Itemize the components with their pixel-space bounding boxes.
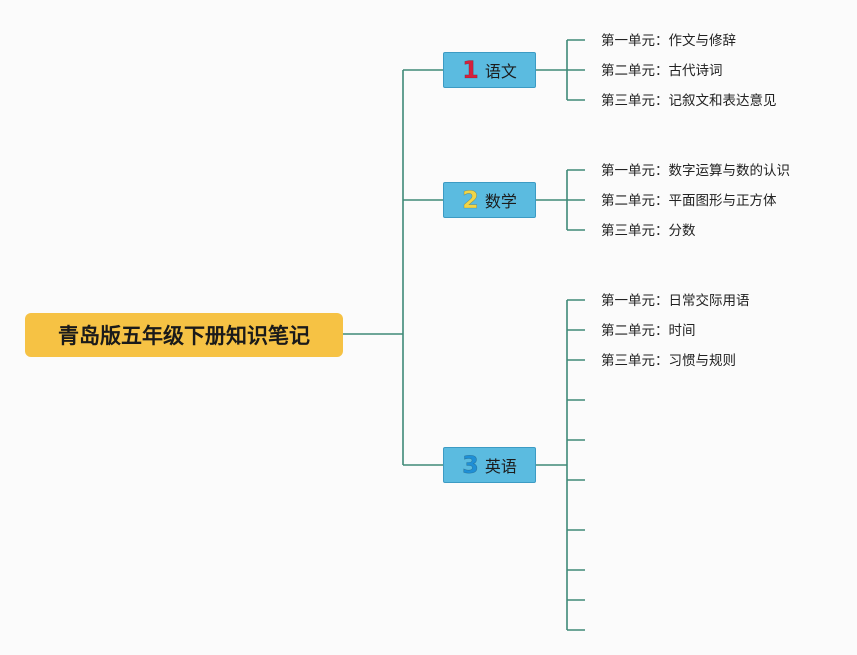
unit-topic[interactable]: 第二单元：平面图形与正方体	[601, 193, 777, 209]
number-three-icon: 3	[462, 451, 479, 480]
root-topic[interactable]: 青岛版五年级下册知识笔记	[25, 313, 343, 357]
subject-node-english[interactable]: 3 英语	[443, 447, 536, 483]
unit-topic[interactable]: 第三单元：分数	[601, 223, 696, 239]
number-one-icon: 1	[462, 56, 479, 85]
subject-node-chinese[interactable]: 1 语文	[443, 52, 536, 88]
unit-topic[interactable]: 第一单元：日常交际用语	[601, 293, 750, 309]
unit-topic[interactable]: 第一单元：数字运算与数的认识	[601, 163, 790, 179]
unit-topic[interactable]: 第二单元：古代诗词	[601, 63, 723, 79]
subject-label: 英语	[484, 457, 517, 476]
subject-label: 语文	[484, 62, 517, 81]
unit-topic[interactable]: 第三单元：记叙文和表达意见	[601, 93, 777, 109]
unit-topic[interactable]: 第二单元：时间	[601, 323, 696, 339]
subject-label: 数学	[484, 192, 517, 211]
unit-topic[interactable]: 第三单元：习惯与规则	[601, 353, 736, 369]
subject-node-math[interactable]: 2 数学	[443, 182, 536, 218]
unit-topic[interactable]: 第一单元：作文与修辞	[601, 33, 736, 49]
number-two-icon: 2	[462, 186, 479, 215]
